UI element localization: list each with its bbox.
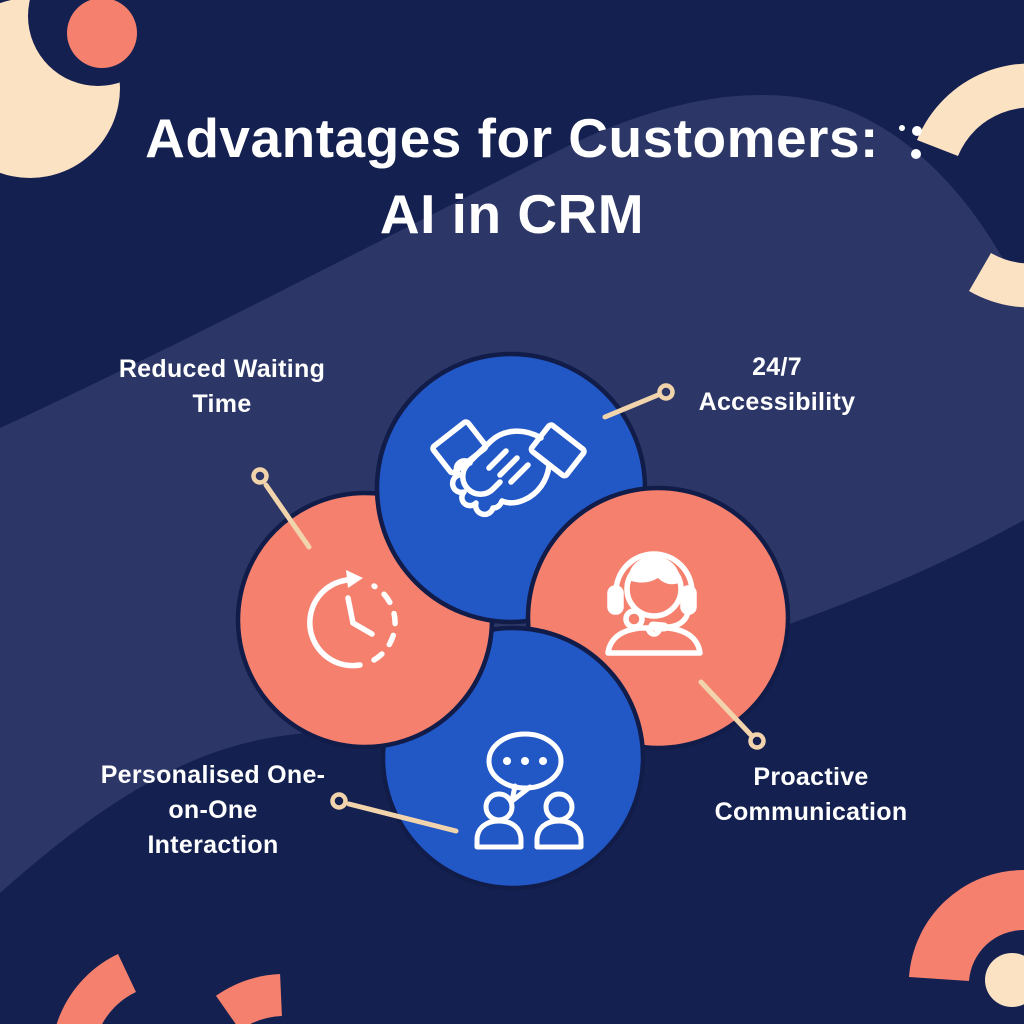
connector-line-personalised (346, 801, 459, 834)
corner-decoration-bottom-right (909, 869, 1024, 1007)
connector-ring-personalised (330, 792, 348, 810)
connector-line-proactive (698, 679, 754, 738)
page-title-line1: Advantages for Customers: (145, 107, 879, 169)
label-line: Time (192, 390, 252, 418)
connectors (251, 383, 766, 834)
label-line: Accessibility (698, 388, 856, 416)
cream-dot (985, 953, 1024, 1007)
label-line: Reduced Waiting (118, 355, 326, 383)
label-accessibility: 24/7 Accessibility (617, 350, 937, 420)
connector-line-reduced (263, 482, 312, 550)
label-line: Proactive (753, 763, 869, 791)
corner-decoration-top-right (899, 63, 1024, 308)
chat-people-icon (474, 731, 584, 850)
cream-ring-arc (917, 63, 1024, 308)
connector-ring-proactive (748, 732, 766, 750)
coral-ring-sector (909, 869, 1024, 981)
clock-rotation-icon (307, 570, 398, 669)
white-dot (899, 125, 905, 131)
corner-decoration-bottom-left (56, 954, 283, 1024)
corner-decoration-top-left (0, 0, 168, 178)
support-agent-icon (605, 551, 703, 656)
connector-ring-reduced (251, 467, 269, 485)
connector-line-accessibility (602, 392, 661, 420)
label-line: Communication (714, 798, 908, 826)
label-line: 24/7 (752, 353, 802, 381)
label-proactive-communication: Proactive Communication (651, 760, 971, 830)
label-personalised-interaction: Personalised One- on-One Interaction (38, 758, 388, 863)
page-title: Advantages for Customers: AI in CRM (0, 100, 1024, 252)
white-dot (912, 126, 922, 136)
connector-ring-accessibility (657, 383, 675, 401)
coral-arc-segment (215, 974, 283, 1024)
label-line: Interaction (147, 831, 279, 859)
label-reduced-waiting-time: Reduced Waiting Time (62, 352, 382, 422)
label-line: Personalised One- (100, 761, 326, 789)
page-title-line2: AI in CRM (379, 183, 645, 245)
coral-dot (67, 0, 137, 68)
white-dot (911, 149, 921, 159)
coral-arc-segment (56, 954, 137, 1024)
handshake-icon (430, 419, 587, 518)
label-line: on-One (168, 796, 258, 824)
